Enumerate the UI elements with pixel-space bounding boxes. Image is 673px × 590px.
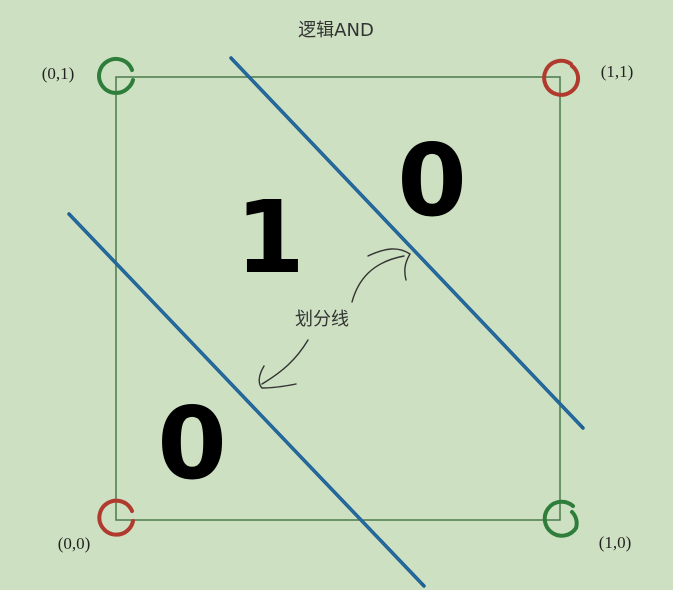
corner-label-0-0: (0,0): [58, 534, 91, 553]
annotation-arrow-upper: [351, 248, 411, 303]
annotation-arrow-lower: [258, 339, 309, 389]
region-label-top-right: 0: [397, 122, 467, 239]
region-label-bottom-left: 0: [157, 385, 227, 502]
region-label-middle: 1: [235, 179, 305, 296]
corner-ring-0-1: [97, 56, 135, 95]
diagram-title: 逻辑AND: [298, 20, 374, 41]
corner-ring-1-0: [542, 499, 579, 538]
corner-ring-1-1: [542, 58, 581, 97]
corner-label-1-0: (1,0): [599, 533, 632, 552]
divider-line-upper: [229, 56, 585, 430]
corner-label-0-1: (0,1): [42, 64, 75, 83]
divider-annotation: 划分线: [295, 309, 349, 330]
unit-square: [115, 76, 561, 521]
corner-label-1-1: (1,1): [601, 62, 634, 81]
divider-line-lower: [67, 212, 426, 588]
corner-ring-0-0: [97, 498, 135, 537]
